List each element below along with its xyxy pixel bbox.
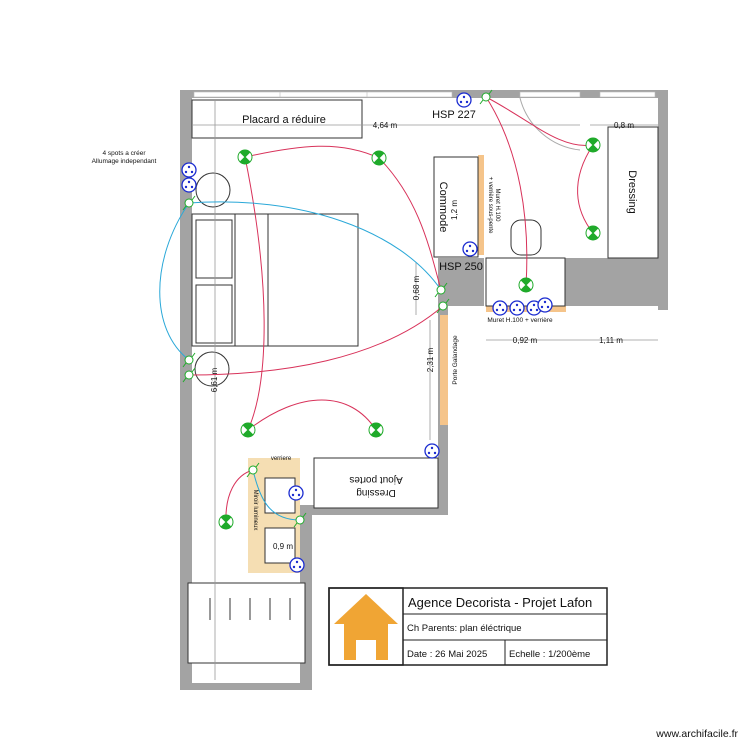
title-block-subtitle: Ch Parents: plan éléctrique (407, 623, 522, 634)
dressing-bottom-label: Ajout portes (349, 474, 402, 485)
title-block-title: Agence Decorista - Projet Lafon (408, 595, 592, 610)
muret-label: + verrière sous-pente (487, 177, 493, 235)
dim-total-width: 4,64 m (373, 121, 398, 130)
dim-068: 0,68 m (412, 275, 421, 300)
dim-09: 0,9 m (273, 542, 293, 551)
light-icon (585, 225, 601, 241)
miroir-label: Miroir lumineux (252, 490, 258, 531)
hsp-227-label: HSP 227 (432, 109, 476, 121)
spots-note: 4 spots a créer (103, 150, 147, 157)
muret-desk (486, 306, 566, 312)
dressing-right (607, 126, 659, 259)
outlet-icon (289, 557, 305, 573)
porte-galandage-label: Porte Galandage (452, 335, 459, 385)
dressing-bottom-label: Dressing (356, 487, 395, 498)
placard (191, 99, 363, 139)
pillow (195, 219, 233, 279)
outlet-icon (181, 177, 197, 193)
hsp-250-label: HSP 250 (439, 261, 483, 273)
watermark: www.archifacile.fr (655, 728, 738, 740)
sink (264, 527, 296, 564)
muret-commode (478, 155, 484, 255)
pillow (195, 284, 233, 344)
dressing-bottom (313, 457, 439, 509)
dimension-lines (192, 100, 658, 680)
dim-111: 1,11 m (599, 336, 623, 345)
light-icon (237, 149, 253, 165)
dressing-right-label: Dressing (626, 170, 638, 213)
light-icon (518, 277, 534, 293)
shower-drain (209, 598, 291, 620)
outlet-icon (424, 443, 440, 459)
light-icon (240, 422, 256, 438)
windows (193, 91, 656, 98)
nightstand (194, 351, 230, 387)
dim-231: 2,31 m (426, 347, 435, 372)
outlet-icon (509, 300, 525, 316)
commode (433, 156, 479, 258)
outlet-icon (181, 162, 197, 178)
porte-galandage (440, 315, 448, 425)
title-block-date: Date : 26 Mai 2025 (407, 649, 487, 660)
shower (187, 582, 306, 664)
outlet-icon (462, 241, 478, 257)
dim-dressing-width: 0,8 m (614, 121, 634, 130)
outlet-icon (456, 92, 472, 108)
light-icon (371, 150, 387, 166)
dim-661: 6,61 m (210, 367, 219, 392)
outlet-icon (288, 485, 304, 501)
nightstand (195, 172, 231, 208)
commode-label: Commode (437, 182, 449, 233)
light-icon (585, 137, 601, 153)
muret-label: Muret H.100 (494, 188, 500, 222)
house-logo-icon (334, 594, 398, 660)
title-block-scale: Echelle : 1/200ème (509, 649, 590, 660)
spots-note: Allumage independant (92, 158, 157, 165)
muret-desk-label: Muret H.100 + verrière (487, 317, 553, 324)
outlet-icon (537, 297, 553, 313)
placard-label: Placard a réduire (242, 114, 326, 126)
outlet-icon (492, 300, 508, 316)
door-swing (519, 97, 581, 151)
light-icon (368, 422, 384, 438)
dim-092: 0,92 m (513, 336, 538, 345)
light-icon (218, 514, 234, 530)
verriere-label: verriere (271, 456, 292, 462)
wires-switching (159, 201, 442, 521)
commode-dim: 1,2 m (450, 200, 459, 220)
title-block: Agence Decorista - Projet Lafon Ch Paren… (328, 587, 608, 666)
